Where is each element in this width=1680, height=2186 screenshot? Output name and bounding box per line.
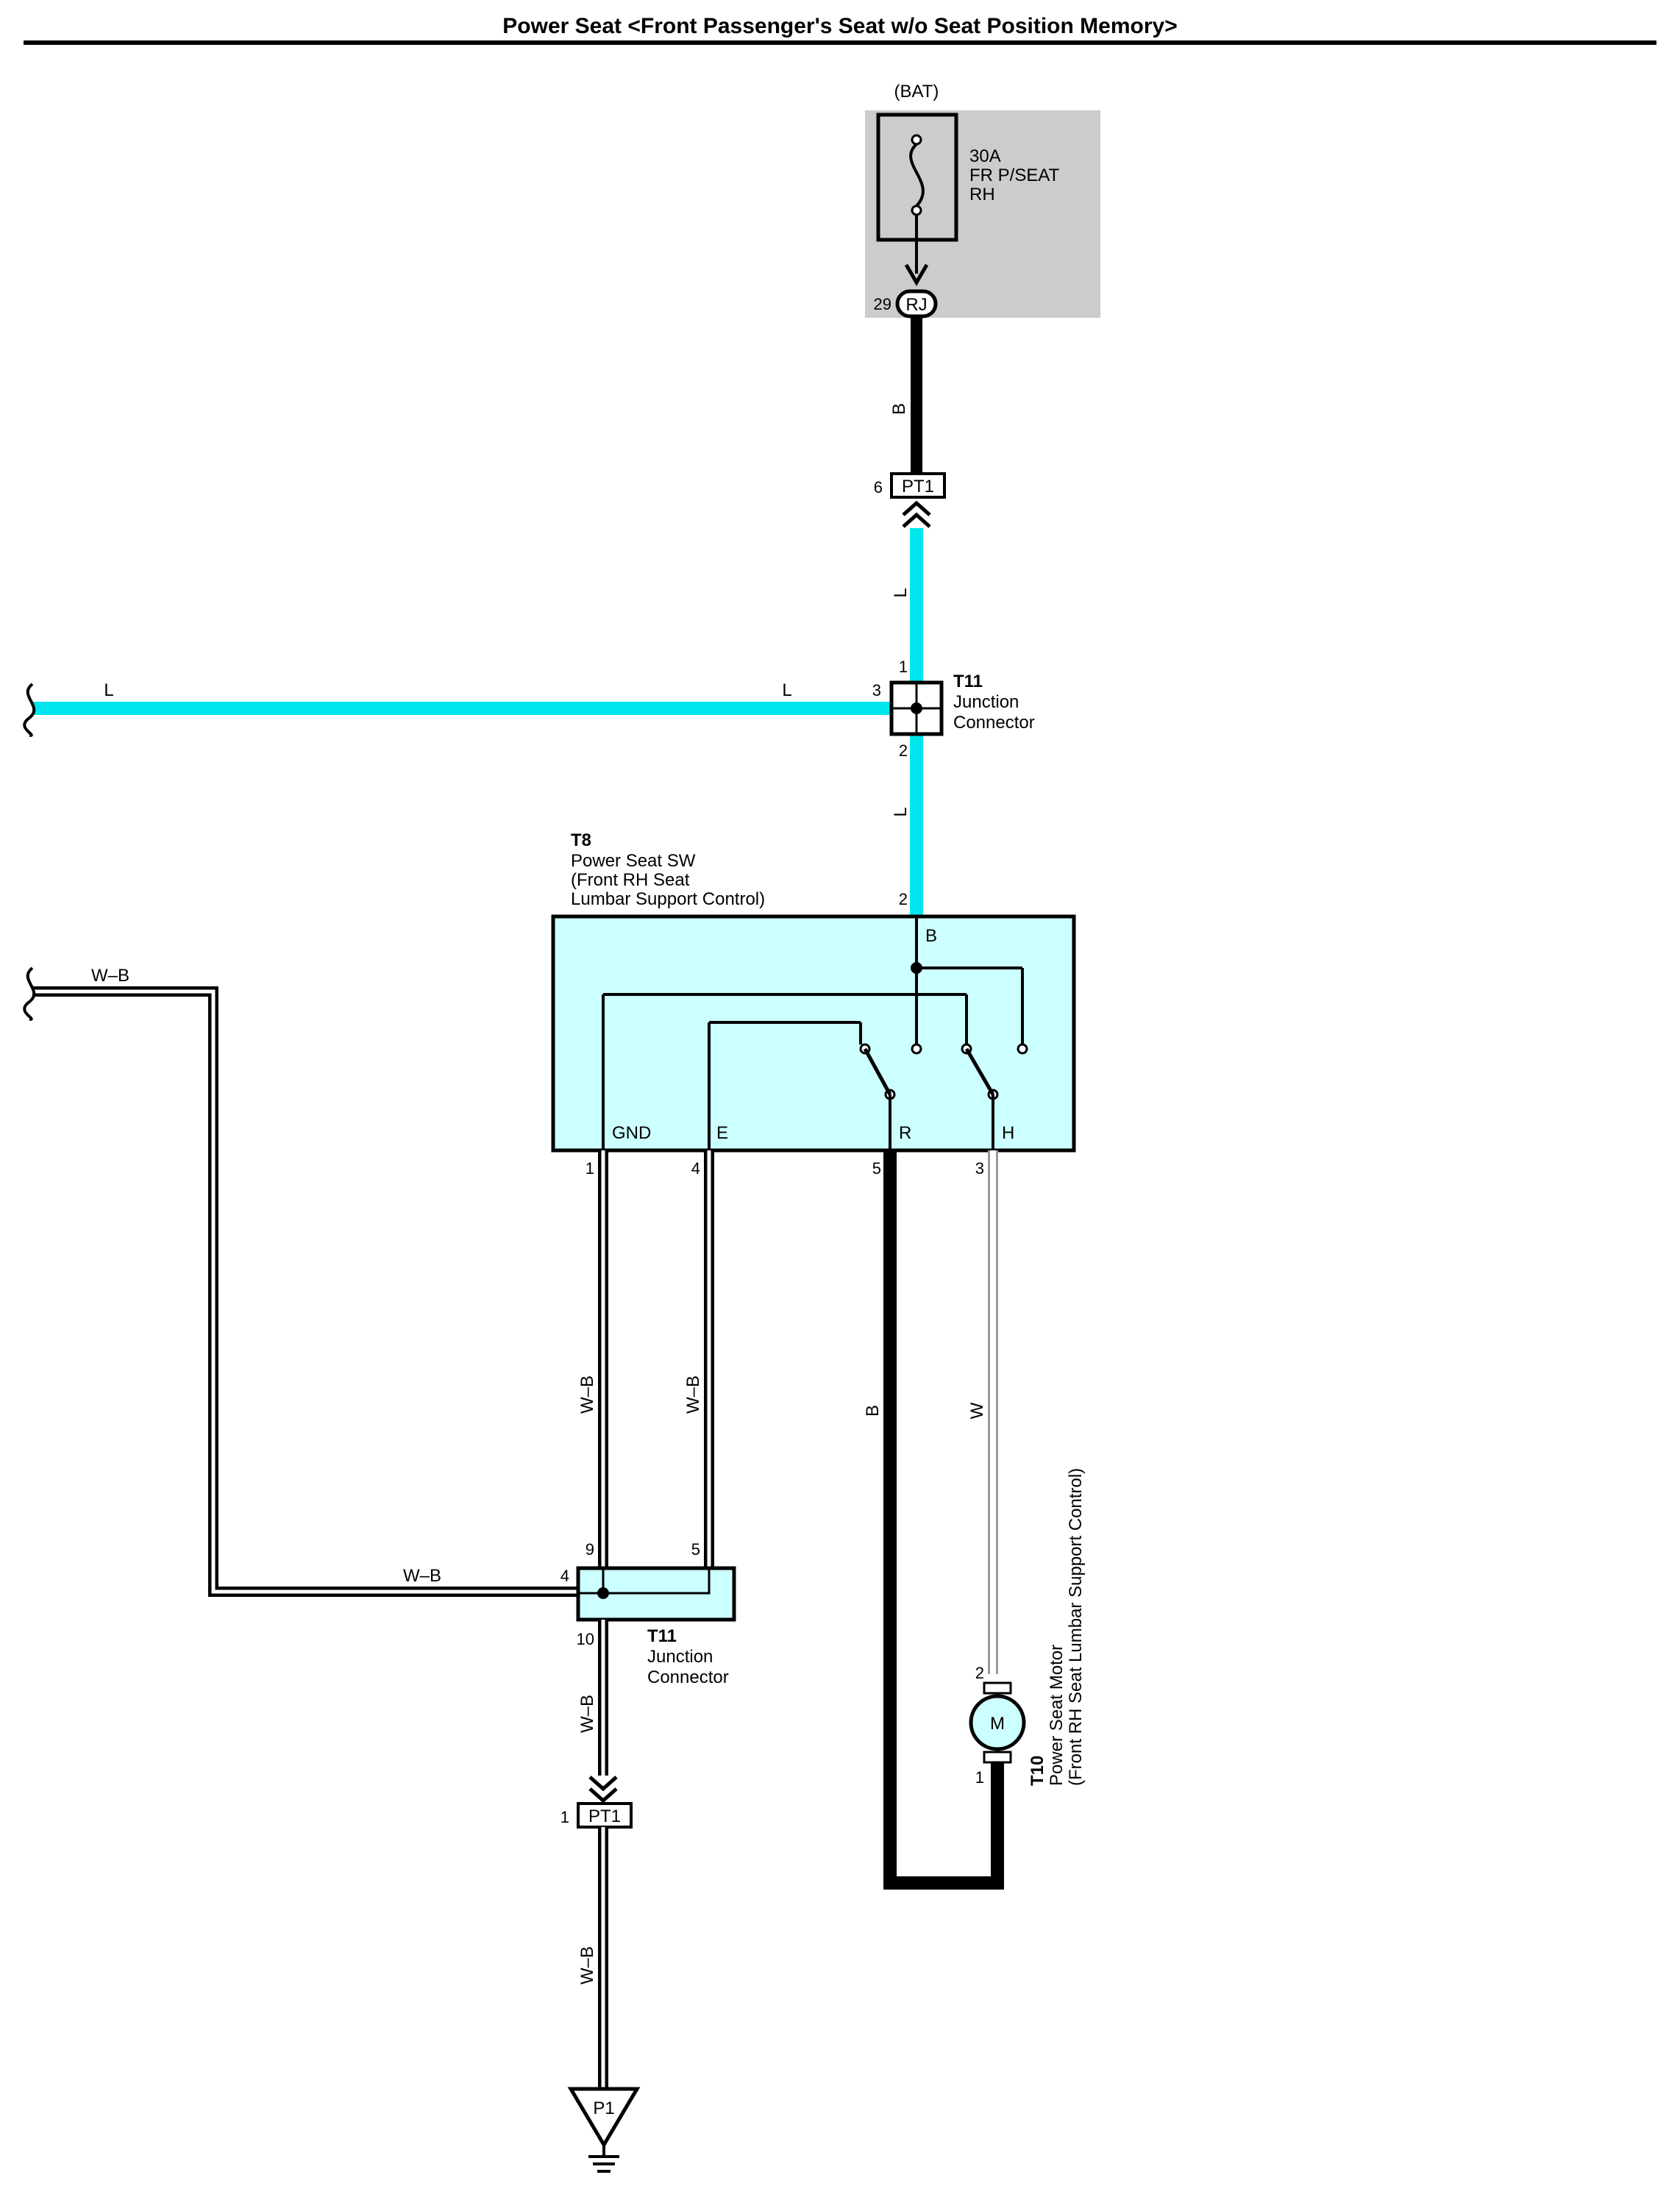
wire-wb-left-inner <box>32 989 578 1594</box>
t11-top-line2: Connector <box>953 713 1035 733</box>
t8-pin-e: 4 <box>691 1159 700 1178</box>
fuse-terminal-bottom <box>911 204 922 216</box>
t11-bottom-line1: Junction <box>647 1647 713 1667</box>
t8-id: T8 <box>571 830 591 850</box>
ground-p1: P1 <box>567 2087 641 2173</box>
t8-switch-r-blade <box>863 1047 892 1096</box>
motor-terminal-bottom <box>983 1751 1012 1764</box>
t11-bottom-id: T11 <box>647 1626 677 1646</box>
motor-line2: (Front RH Seat Lumbar Support Control) <box>1066 1468 1086 1786</box>
t8-terminal-gnd: GND <box>612 1123 651 1143</box>
motor-pin-top: 2 <box>975 1664 984 1682</box>
fuse-rating: 30A <box>969 146 1001 166</box>
t8-input-pin: 2 <box>899 890 908 908</box>
wire-wb-left <box>32 986 578 1597</box>
t8-pin-gnd: 1 <box>585 1159 594 1178</box>
t11-top-id: T11 <box>953 672 983 691</box>
t8-bus-junction-dot <box>911 962 922 974</box>
power-seat-motor: M 2 1 T10 Power Seat Motor (Front RH Sea… <box>969 1468 1086 1787</box>
rj-connector-label: RJ <box>905 295 927 315</box>
t8-contact-r-b <box>911 1043 922 1055</box>
rj-pin-number: 29 <box>874 295 891 313</box>
t8-switch-box <box>551 914 1076 1153</box>
ground-triangle-icon <box>567 2087 641 2148</box>
wire-l-near-label: L <box>782 680 791 700</box>
wire-b-r <box>883 1150 1004 1890</box>
power-seat-switch: B GND E R H <box>551 914 1076 1153</box>
t11-bottom-pin-4: 4 <box>560 1567 569 1585</box>
fuse-box-background <box>865 110 1100 318</box>
t11-bottom-bus <box>602 1568 711 1595</box>
motor-icon <box>969 1694 1026 1751</box>
t8-switch-h-blade <box>964 1047 995 1096</box>
t11-bottom-pin-5: 5 <box>691 1540 700 1559</box>
t11-top-pin-left: 3 <box>872 681 881 699</box>
wire-wb-bottom-label: W–B <box>577 1946 597 1984</box>
fuse-terminal-top <box>911 134 922 146</box>
wire-l-left-label: L <box>104 680 113 700</box>
motor-terminal-top <box>983 1681 1012 1695</box>
t11-top-junction-dot <box>911 702 922 714</box>
pt1-top-pin: 6 <box>874 478 883 496</box>
wire-wb-break-icon <box>23 966 36 1021</box>
pt1-top-chevron-icon <box>902 500 931 528</box>
wire-b-r-label: B <box>863 1405 883 1417</box>
t11-bottom-junction-dot <box>597 1587 609 1599</box>
pt1-bottom-connector <box>577 1802 633 1829</box>
t8-terminal-e: E <box>716 1123 728 1143</box>
t8-line2: (Front RH Seat <box>571 870 690 890</box>
ground-label: P1 <box>593 2098 614 2118</box>
pt1-bottom-label: PT1 <box>588 1806 621 1826</box>
t8-terminal-b: B <box>925 926 937 946</box>
fuse-element-icon <box>909 143 925 207</box>
wire-w-h-label: W <box>967 1402 987 1419</box>
t11-bottom-pin-10: 10 <box>577 1630 594 1648</box>
wire-l-break-icon <box>23 683 36 737</box>
t11-top-line1: Junction <box>953 692 1019 712</box>
wire-l-mid-label: L <box>891 807 911 816</box>
wire-wb-lower-label: W–B <box>577 1695 597 1733</box>
fuse-block: (BAT) 30A FR P/SEAT RH RJ 29 <box>865 82 1100 318</box>
fuse-name-line1: FR P/SEAT <box>969 165 1060 185</box>
t8-terminal-h: H <box>1002 1123 1014 1143</box>
t8-terminal-r: R <box>899 1123 911 1143</box>
t8-pin-r: 5 <box>872 1159 881 1178</box>
title-rule <box>24 40 1656 45</box>
t8-line1: Power Seat SW <box>571 851 696 871</box>
t8-line3: Lumbar Support Control) <box>571 889 765 909</box>
pt1-bottom-chevron-icon <box>588 1776 618 1804</box>
wire-wb-left-label: W–B <box>91 966 129 986</box>
fuse-output-arrow-icon <box>904 263 929 286</box>
pt1-top-connector <box>890 472 946 499</box>
wire-wb-horizontal-label: W–B <box>403 1566 441 1586</box>
battery-label: (BAT) <box>894 82 939 102</box>
motor-id: T10 <box>1028 1756 1047 1786</box>
fuse-name-line2: RH <box>969 185 995 204</box>
wire-wb-left-outer <box>32 986 578 1597</box>
motor-symbol: M <box>990 1714 1005 1734</box>
wire-wb-gnd-label: W–B <box>577 1375 597 1414</box>
wire-wb-e-label: W–B <box>683 1375 703 1414</box>
t11-top-pin-top: 1 <box>899 658 908 676</box>
t11-bottom-line2: Connector <box>647 1667 729 1687</box>
pt1-top-label: PT1 <box>902 477 934 496</box>
motor-line1: Power Seat Motor <box>1047 1645 1067 1786</box>
motor-pin-bottom: 1 <box>975 1768 984 1787</box>
t8-contact-h-b <box>1017 1043 1028 1055</box>
wire-l-top-label: L <box>891 588 911 597</box>
pt1-bottom-pin: 1 <box>560 1808 569 1826</box>
diagram-title: Power Seat <Front Passenger's Seat w/o S… <box>502 14 1177 38</box>
t8-pin-h: 3 <box>975 1159 984 1178</box>
wire-b-top-label: B <box>889 403 909 415</box>
t11-bottom-pin-9: 9 <box>585 1540 594 1559</box>
t11-top-pin-bottom: 2 <box>899 741 908 760</box>
rj-connector <box>895 289 938 318</box>
